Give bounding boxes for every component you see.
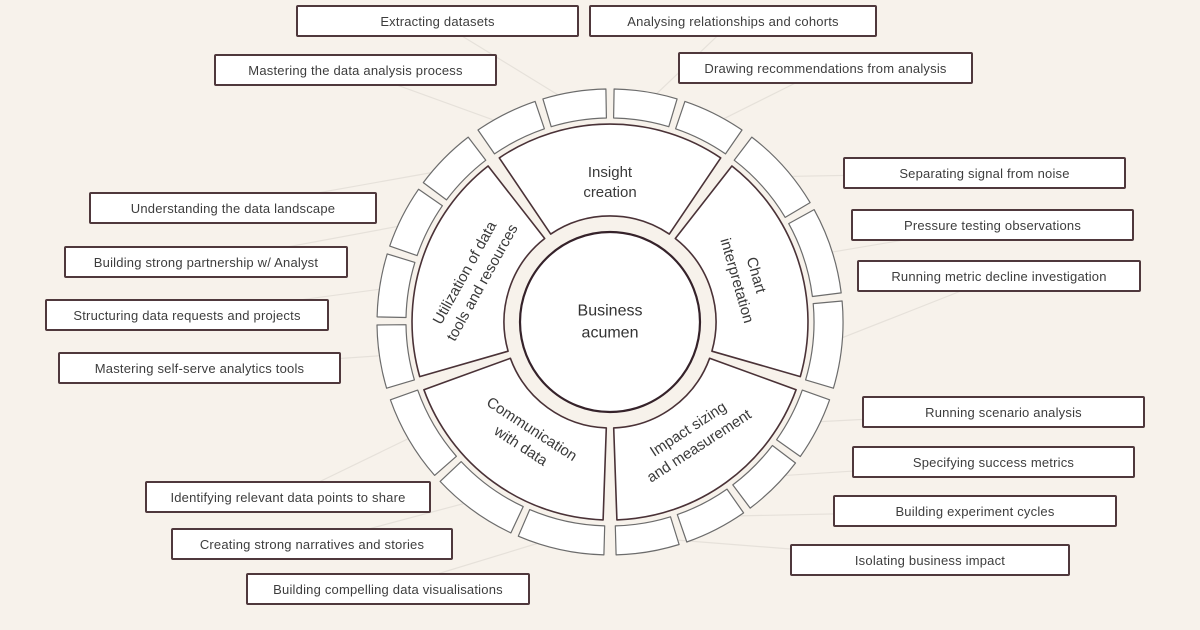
ring-tick: [675, 100, 743, 155]
ring-tick: [788, 209, 842, 298]
skill-box: Extracting datasets: [296, 5, 579, 37]
skill-box: Running scenario analysis: [862, 396, 1145, 428]
ring-tick: [376, 324, 415, 389]
skill-box: Mastering the data analysis process: [214, 54, 497, 86]
ring-tick: [389, 188, 443, 257]
ring-tick: [614, 516, 680, 556]
skill-box: Understanding the data landscape: [89, 192, 377, 224]
ring-tick: [439, 461, 524, 534]
skill-box: Pressure testing observations: [851, 209, 1134, 241]
skill-box: Separating signal from noise: [843, 157, 1126, 189]
skill-box: Isolating business impact: [790, 544, 1070, 576]
ring-tick: [376, 253, 416, 319]
skill-box: Running metric decline investigation: [857, 260, 1141, 292]
skill-box: Analysing relationships and cohorts: [589, 5, 877, 37]
skill-box: Building compelling data visualisations: [246, 573, 530, 605]
ring-tick: [389, 389, 457, 476]
ring-tick: [542, 88, 607, 128]
skill-box: Identifying relevant data points to shar…: [145, 481, 431, 513]
wedge-utilization-of-data-tools-and-resources: [411, 165, 546, 378]
ring-tick: [805, 300, 844, 389]
wedge-insight-creation: [498, 123, 722, 235]
wedge-chart-interpretation: [674, 165, 809, 378]
ring-tick: [517, 509, 606, 556]
skill-box: Mastering self-serve analytics tools: [58, 352, 341, 384]
ring-tick: [422, 136, 487, 201]
skill-box: Drawing recommendations from analysis: [678, 52, 973, 84]
ring-tick: [613, 88, 678, 128]
ring-tick: [733, 136, 811, 218]
skill-box: Creating strong narratives and stories: [171, 528, 453, 560]
ring-tick: [776, 389, 831, 458]
center-circle: [518, 230, 702, 414]
ring-tick: [477, 100, 545, 155]
skill-box: Building strong partnership w/ Analyst: [64, 246, 348, 278]
skill-box: Structuring data requests and projects: [45, 299, 329, 331]
skill-box: Building experiment cycles: [833, 495, 1117, 527]
ring-tick: [732, 444, 797, 509]
ring-tick: [676, 488, 745, 543]
wedge-impact-sizing-and-measurement: [612, 357, 797, 521]
wedge-communication-with-data: [423, 357, 608, 521]
skill-box: Specifying success metrics: [852, 446, 1135, 478]
